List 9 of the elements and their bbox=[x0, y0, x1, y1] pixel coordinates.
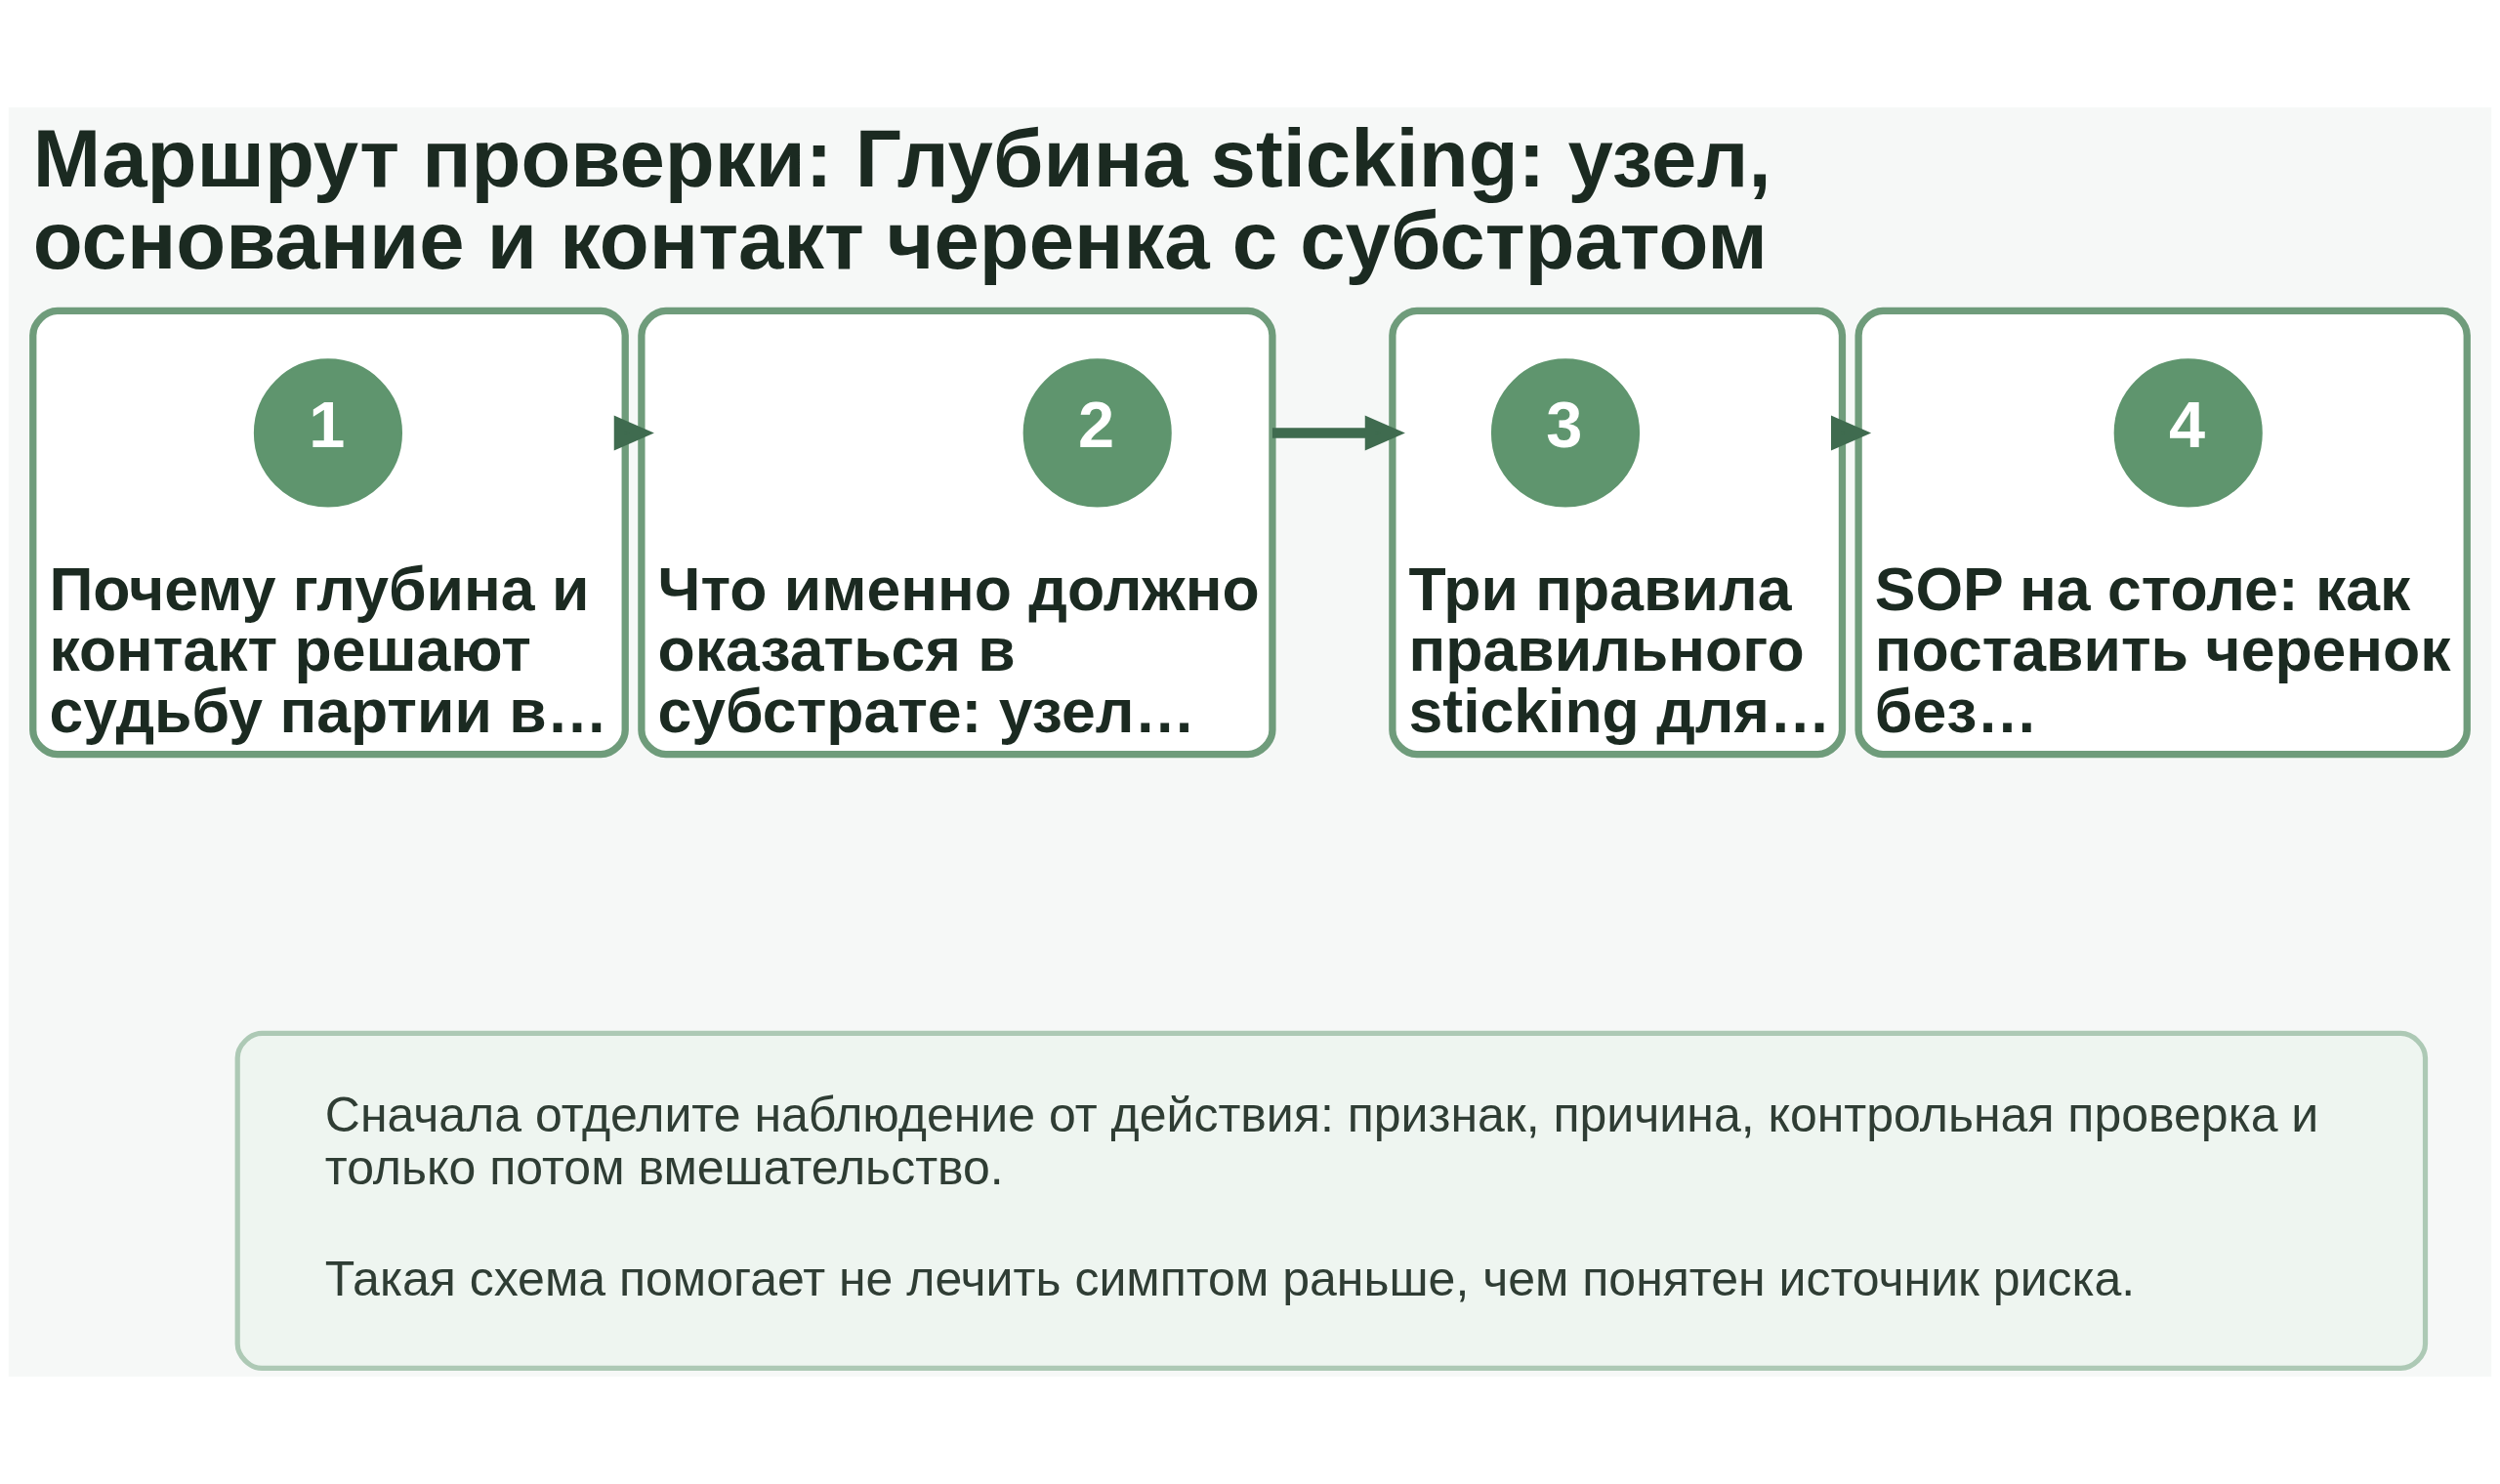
arrow bbox=[1271, 415, 1405, 451]
node-circle: 1 bbox=[253, 358, 402, 508]
node-circle: 3 bbox=[1490, 358, 1641, 508]
node-box: Сначала отделите наблюдение от действия: признак, причина, контрольная проверка и только потом вмешательство. Такая схема помогает не лечить симптом раньше, чем понятен источник риска. bbox=[234, 1030, 2429, 1372]
node-circle: 2 bbox=[1022, 358, 1172, 508]
arrow bbox=[613, 415, 654, 451]
arrow bbox=[1831, 415, 1872, 451]
diagram-title: Маршрут проверки: Глубина sticking: узел, основание и контакт черенка с субстратом bbox=[32, 113, 1771, 286]
node-circle: 4 bbox=[2113, 358, 2263, 508]
